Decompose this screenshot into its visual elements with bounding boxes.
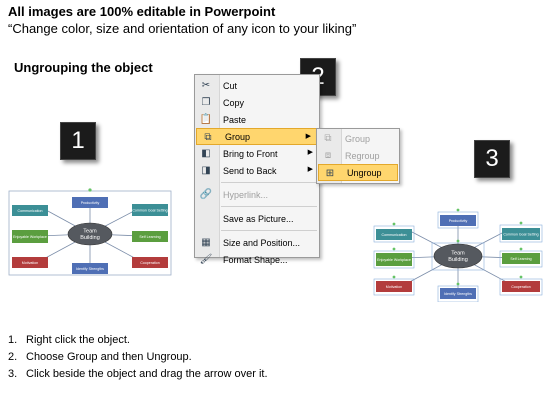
- header-title: All images are 100% editable in Powerpoi…: [8, 4, 276, 19]
- instruction-item: 2.Choose Group and then Ungroup.: [8, 351, 192, 363]
- menu-separator: [221, 230, 317, 231]
- ungroup-icon: ⊞: [325, 168, 335, 179]
- submenu-item-regroup[interactable]: ⧈ Regroup: [317, 147, 399, 164]
- center-label-line1: Team: [83, 229, 97, 235]
- menu-item-group[interactable]: ⧉ Group ▶: [196, 128, 318, 145]
- menu-item-label: Save as Picture...: [223, 213, 294, 224]
- menu-separator: [221, 206, 317, 207]
- instruction-item: 1.Right click the object.: [8, 334, 130, 346]
- copy-icon: ❐: [201, 97, 211, 108]
- box-label: Identify Strengths: [76, 267, 104, 271]
- menu-item-label: Size and Position...: [223, 237, 301, 248]
- menu-item-format-shape[interactable]: 🖌 Format Shape...: [195, 251, 319, 268]
- menu-item-label: Cut: [223, 80, 238, 91]
- box-label: Productivity: [449, 219, 468, 223]
- menu-item-label: Group: [345, 133, 371, 144]
- menu-item-cut[interactable]: ✂ Cut: [195, 77, 319, 94]
- instruction-item: 3.Click beside the object and drag the a…: [8, 368, 268, 380]
- menu-item-label: Send to Back: [223, 165, 277, 176]
- menu-item-label: Bring to Front: [223, 148, 278, 159]
- menu-item-size-and-position[interactable]: ▦ Size and Position...: [195, 234, 319, 251]
- box-label: Cooperation: [140, 261, 160, 265]
- box-label: Productivity: [81, 201, 100, 205]
- menu-item-copy[interactable]: ❐ Copy: [195, 94, 319, 111]
- paste-icon: 📋: [199, 114, 213, 125]
- submenu-item-ungroup[interactable]: ⊞ Ungroup: [318, 164, 398, 181]
- box-label: Common Goal Setting: [132, 209, 167, 213]
- menu-item-label: Hyperlink...: [223, 189, 269, 200]
- menu-item-label: Ungroup: [347, 167, 382, 178]
- submenu-arrow-icon: ▶: [305, 133, 311, 140]
- menu-item-hyperlink[interactable]: 🔗 Hyperlink...: [195, 186, 319, 203]
- group-submenu: ⧉ Group ⧈ Regroup ⊞ Ungroup: [316, 128, 400, 184]
- send-back-icon: ◨: [201, 165, 211, 176]
- center-label-line2: Building: [80, 235, 100, 241]
- diagram-boxes: [12, 197, 168, 274]
- box-label: Common Goal Setting: [503, 233, 538, 237]
- menu-item-paste[interactable]: 📋 Paste: [195, 111, 319, 128]
- step-badge-1: 1: [60, 122, 96, 160]
- center-label-line1: Team: [451, 251, 465, 257]
- box-label: Motivation: [386, 285, 402, 289]
- box-label: Enjoyable Workplace: [13, 235, 47, 239]
- menu-item-save-as-picture[interactable]: Save as Picture...: [195, 210, 319, 227]
- submenu-arrow-icon: ▶: [307, 166, 313, 173]
- box-label: Self Learning: [510, 257, 531, 261]
- menu-item-label: Copy: [223, 97, 245, 108]
- menu-separator: [221, 182, 317, 183]
- menu-item-label: Paste: [223, 114, 247, 125]
- format-shape-icon: 🖌: [199, 254, 213, 265]
- bring-front-icon: ◧: [201, 148, 211, 159]
- diagram-team-building-grouped[interactable]: Productivity Communication Common Goal S…: [8, 188, 174, 278]
- diagram-team-building-ungrouped[interactable]: Productivity Communication Common Goal S…: [372, 208, 544, 302]
- regroup-icon: ⧈: [324, 150, 332, 161]
- menu-item-label: Regroup: [345, 150, 380, 161]
- menu-item-send-to-back[interactable]: ◨ Send to Back ▶: [195, 162, 319, 179]
- menu-item-label: Format Shape...: [223, 254, 288, 265]
- box-label: Cooperation: [511, 285, 531, 289]
- instruction-list: 1.Right click the object. 2.Choose Group…: [8, 332, 268, 383]
- header-tagline: “Change color, size and orientation of a…: [8, 21, 357, 36]
- box-label: Motivation: [22, 261, 38, 265]
- box-label: Communication: [18, 209, 43, 213]
- menu-item-bring-to-front[interactable]: ◧ Bring to Front ▶: [195, 145, 319, 162]
- submenu-item-group[interactable]: ⧉ Group: [317, 130, 399, 147]
- size-position-icon: ▦: [201, 237, 211, 248]
- center-label-line2: Building: [448, 257, 468, 263]
- group-icon: ⧉: [204, 132, 212, 143]
- group-icon: ⧉: [324, 133, 332, 144]
- box-label: Identify Strengths: [444, 292, 472, 296]
- scissors-icon: ✂: [201, 80, 211, 91]
- step-badge-3: 3: [474, 140, 510, 178]
- context-menu: ✂ Cut ❐ Copy 📋 Paste ⧉ Group ▶ ◧ Bring t…: [194, 74, 320, 265]
- box-label: Communication: [382, 233, 407, 237]
- box-label: Enjoyable Workplace: [377, 258, 411, 262]
- submenu-arrow-icon: ▶: [307, 149, 313, 156]
- hyperlink-icon: 🔗: [199, 189, 213, 200]
- section-subtitle: Ungrouping the object: [14, 60, 153, 75]
- menu-item-label: Group: [225, 131, 251, 142]
- box-label: Self Learning: [139, 235, 160, 239]
